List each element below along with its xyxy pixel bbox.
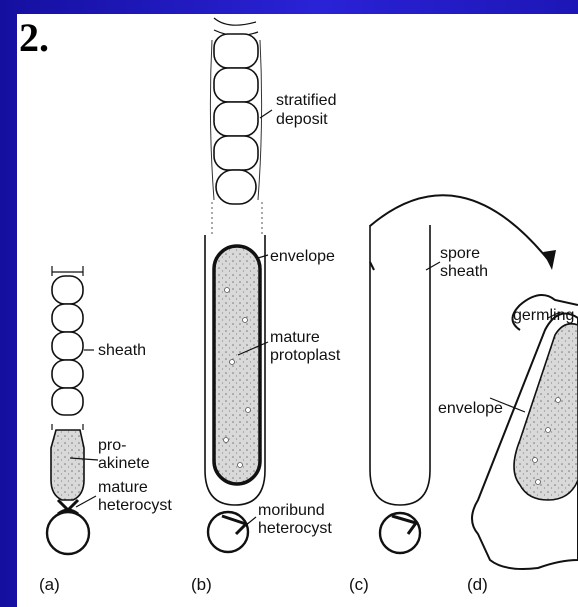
label-spore-1: spore [440, 245, 480, 262]
label-stratified-2: deposit [276, 111, 328, 128]
label-germling: germling [513, 307, 574, 324]
label-envelope-d: envelope [438, 400, 503, 417]
vegetative-cell [52, 276, 83, 304]
panel-label-c: (c) [349, 575, 369, 594]
slide-number: 2. [19, 14, 49, 61]
panel-b-spore [205, 235, 265, 552]
label-mature-heterocyst-1: mature [98, 479, 148, 496]
panel-label-a: (a) [39, 575, 60, 594]
label-spore-2: sheath [440, 263, 488, 280]
label-pro-akinete-2: akinete [98, 455, 150, 472]
label-moribund-2: heterocyst [258, 520, 332, 537]
panel-d-germinating-spore [472, 295, 578, 569]
panel-c-empty-sheath [370, 225, 430, 553]
mature-heterocyst [47, 512, 89, 554]
vegetative-cell [52, 360, 83, 388]
label-mature-protoplast-1: mature [270, 329, 320, 346]
vegetative-cell [52, 332, 83, 360]
leader-line [76, 496, 96, 507]
pro-akinete-cell [51, 430, 84, 500]
panel-label-d: (d) [467, 575, 488, 594]
vegetative-cell [52, 388, 83, 415]
label-pro-akinete-1: pro- [98, 437, 126, 454]
vegetative-cell [52, 304, 83, 332]
label-stratified-1: stratified [276, 92, 336, 109]
label-envelope-b: envelope [270, 248, 335, 265]
label-mature-heterocyst-2: heterocyst [98, 497, 172, 514]
mature-protoplast [214, 246, 260, 484]
label-moribund-1: moribund [258, 502, 325, 519]
label-mature-protoplast-2: protoplast [270, 347, 341, 364]
panel-b-stratified-stack [210, 18, 261, 204]
panel-a-filament [47, 266, 89, 554]
panel-label-b: (b) [191, 575, 212, 594]
label-sheath: sheath [98, 342, 146, 359]
